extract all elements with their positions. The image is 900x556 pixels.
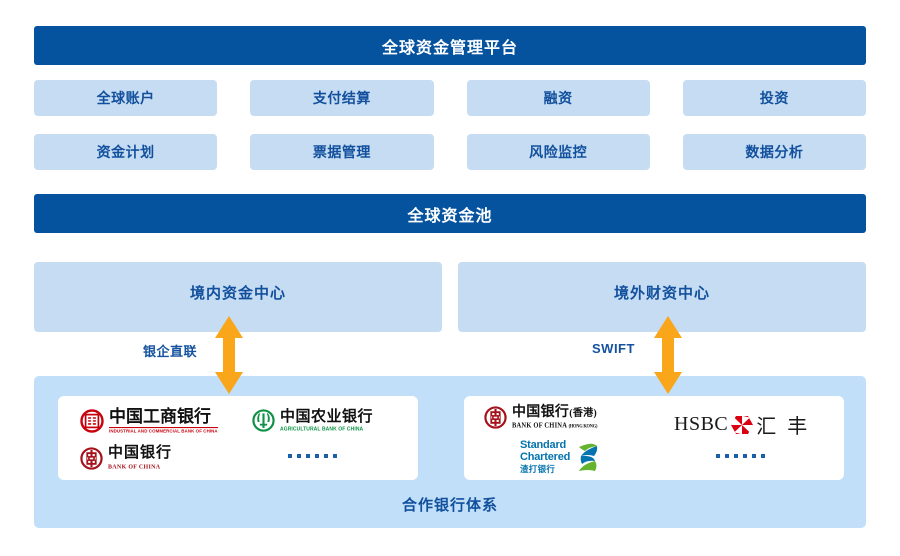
boc-logo-icon bbox=[80, 446, 103, 470]
bank-name-en: BANK OF CHINA bbox=[108, 464, 161, 471]
bank-name-cn: 渣打银行 bbox=[520, 463, 556, 474]
bochk-logo-icon bbox=[484, 406, 507, 429]
bidirectional-arrow-icon bbox=[654, 316, 682, 394]
bank-name-cn: 中国银行 bbox=[108, 445, 173, 461]
bidirectional-arrow-icon bbox=[215, 316, 243, 394]
module-payment-settlement[interactable]: 支付结算 bbox=[250, 80, 434, 116]
partner-bank-system-label: 合作银行体系 bbox=[401, 497, 498, 514]
bank-logo-hsbc[interactable]: HSBC 汇 丰 bbox=[674, 410, 810, 439]
fund-pool-title-banner: 全球资金池 bbox=[34, 194, 866, 233]
module-data-analytics[interactable]: 数据分析 bbox=[682, 134, 866, 170]
abc-logo-icon bbox=[252, 409, 275, 432]
module-investment[interactable]: 投资 bbox=[682, 80, 866, 116]
bank-name-cn: 中国工商银行 bbox=[109, 407, 211, 426]
platform-title-banner: 全球资金管理平台 bbox=[34, 26, 866, 65]
bank-name-cn: 中国银行(香港) bbox=[512, 405, 598, 420]
module-global-accounts[interactable]: 全球账户 bbox=[34, 80, 218, 116]
bank-logo-boc[interactable]: 中国银行 BANK OF CHINA bbox=[80, 445, 173, 471]
bank-name-cn: 汇 丰 bbox=[756, 416, 811, 438]
bank-name-en: INDUSTRIAL AND COMMERCIAL BANK OF CHINA bbox=[109, 427, 218, 434]
module-risk-monitoring[interactable]: 风险监控 bbox=[466, 134, 650, 170]
connector-label-swift: SWIFT bbox=[592, 341, 635, 356]
offshore-banks-card: 中国银行(香港) BANK OF CHINA (HONG KONG) HSBC … bbox=[464, 396, 844, 480]
module-grid: 全球账户 支付结算 融资 投资 资金计划 票据管理 风险监控 数据分析 bbox=[34, 80, 866, 170]
bank-logo-boc-hong-kong[interactable]: 中国银行(香港) BANK OF CHINA (HONG KONG) bbox=[484, 406, 597, 430]
bank-name-en-line1: Standard bbox=[520, 439, 567, 452]
more-banks-ellipsis bbox=[716, 454, 765, 458]
offshore-treasury-center-panel bbox=[458, 262, 866, 332]
bank-logo-abc[interactable]: 中国农业银行 AGRICULTURAL BANK OF CHINA bbox=[252, 409, 373, 432]
domestic-banks-card: 中国工商银行 INDUSTRIAL AND COMMERCIAL BANK OF… bbox=[58, 396, 418, 480]
bank-logo-icbc[interactable]: 中国工商银行 INDUSTRIAL AND COMMERCIAL BANK OF… bbox=[80, 408, 218, 433]
ellipsis-icon bbox=[716, 454, 765, 458]
standard-chartered-logo-icon bbox=[579, 443, 598, 471]
module-bill-management[interactable]: 票据管理 bbox=[250, 134, 434, 170]
domestic-fund-center-panel bbox=[34, 262, 442, 332]
connector-label-bank-direct-link: 银企直联 bbox=[143, 344, 198, 359]
bank-name-en-line2: Chartered bbox=[520, 450, 571, 463]
bank-name-en: BANK OF CHINA (HONG KONG) bbox=[512, 421, 598, 430]
bank-name-en: AGRICULTURAL BANK OF CHINA bbox=[280, 425, 364, 432]
domestic-fund-center-label: 境内资金中心 bbox=[189, 285, 286, 302]
bank-logo-standard-chartered[interactable]: Standard Chartered 渣打银行 bbox=[520, 439, 601, 474]
more-banks-ellipsis bbox=[288, 454, 337, 458]
bank-name-cn: 中国农业银行 bbox=[280, 408, 374, 425]
ellipsis-icon bbox=[288, 454, 337, 458]
module-financing[interactable]: 融资 bbox=[466, 80, 650, 116]
bank-name-en: HSBC bbox=[674, 413, 729, 435]
icbc-logo-icon bbox=[80, 409, 104, 433]
module-fund-planning[interactable]: 资金计划 bbox=[34, 134, 218, 170]
offshore-treasury-center-label: 境外财资中心 bbox=[613, 285, 710, 302]
hsbc-hexagon-icon bbox=[731, 415, 754, 434]
